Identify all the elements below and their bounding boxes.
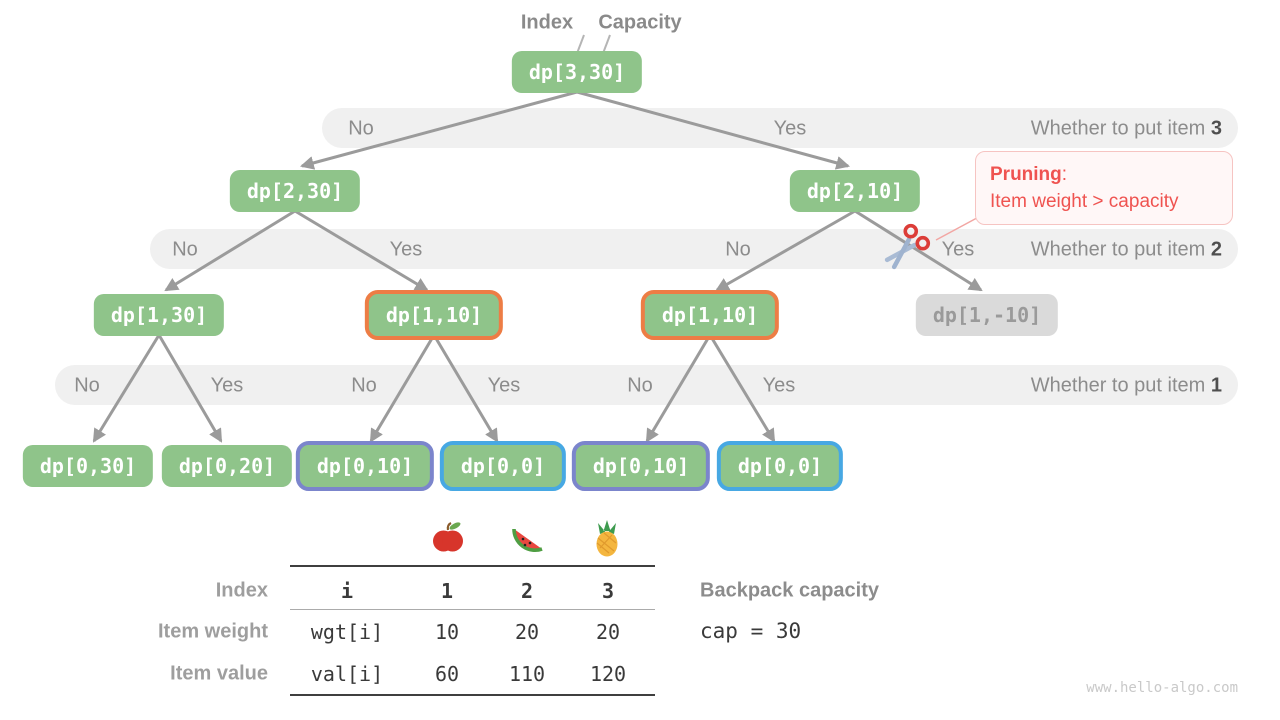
table-header-2: 2 xyxy=(520,579,534,603)
band1-yes3-label: Yes xyxy=(762,374,796,397)
question-item-3-text: Whether to put item xyxy=(1030,117,1206,140)
backpack-capacity-label: Backpack capacity xyxy=(700,579,880,602)
table-mid-rule xyxy=(290,609,655,610)
band1-yes1-label: Yes xyxy=(210,374,244,397)
band1-no2-label: No xyxy=(351,374,377,397)
table-val-3: 120 xyxy=(589,662,627,686)
node-dp-0-0-right: dp[0,0] xyxy=(716,441,844,491)
question-item-1-text: Whether to put item xyxy=(1030,374,1206,397)
table-val-2: 110 xyxy=(508,662,546,686)
backpack-capacity-code: cap = 30 xyxy=(700,619,802,643)
node-dp-0-30: dp[0,30] xyxy=(22,445,154,487)
pineapple-icon xyxy=(596,520,618,557)
pruning-callout: Pruning: Item weight > capacity xyxy=(975,151,1233,225)
question-item-3: Whether to put item 3 xyxy=(1031,118,1222,141)
watermelon-icon xyxy=(512,528,543,552)
node-dp-1-10-right: dp[1,10] xyxy=(640,290,780,340)
node-dp-2-10: dp[2,10] xyxy=(789,170,921,212)
question-item-1-number: 1 xyxy=(1210,374,1222,397)
question-item-2-text: Whether to put item xyxy=(1030,238,1206,261)
table-val-1: 60 xyxy=(434,662,460,686)
node-dp-2-30: dp[2,30] xyxy=(229,170,361,212)
table-val-expr: val[i] xyxy=(310,662,384,686)
table-rowlabel-weight: Item weight xyxy=(157,620,268,643)
band3-no-label: No xyxy=(348,117,374,140)
node-dp-0-0-left: dp[0,0] xyxy=(439,441,567,491)
capacity-annotation-label: Capacity xyxy=(598,11,682,34)
index-annotation-label: Index xyxy=(520,11,574,34)
table-wgt-expr: wgt[i] xyxy=(310,620,384,644)
node-dp-3-30: dp[3,30] xyxy=(511,51,643,93)
pruning-colon: : xyxy=(1061,164,1068,185)
question-item-3-number: 3 xyxy=(1210,117,1222,140)
band1-no3-label: No xyxy=(627,374,653,397)
table-top-rule xyxy=(290,565,655,567)
table-wgt-2: 20 xyxy=(514,620,540,644)
node-dp-1-10-left: dp[1,10] xyxy=(364,290,504,340)
question-item-2-number: 2 xyxy=(1210,238,1222,261)
node-dp-0-10-right: dp[0,10] xyxy=(571,441,711,491)
band2-yes1-label: Yes xyxy=(389,238,423,261)
band2-yes2-label: Yes xyxy=(941,238,975,261)
table-header-1: 1 xyxy=(440,579,454,603)
pruning-title: Pruning xyxy=(990,164,1062,185)
node-dp-0-20: dp[0,20] xyxy=(161,445,293,487)
band2-no1-label: No xyxy=(172,238,198,261)
node-dp-1-30: dp[1,30] xyxy=(93,294,225,336)
pruning-body: Item weight > capacity xyxy=(990,191,1179,212)
table-header-3: 3 xyxy=(601,579,615,603)
question-item-1: Whether to put item 1 xyxy=(1031,375,1222,398)
table-rowlabel-index: Index xyxy=(215,579,268,602)
band3-yes-label: Yes xyxy=(773,117,807,140)
question-item-2: Whether to put item 2 xyxy=(1031,239,1222,262)
table-rowlabel-value: Item value xyxy=(170,662,268,685)
table-wgt-1: 10 xyxy=(434,620,460,644)
band1-no1-label: No xyxy=(74,374,100,397)
apple-icon xyxy=(433,522,463,552)
band2-no2-label: No xyxy=(725,238,751,261)
band1-yes2-label: Yes xyxy=(487,374,521,397)
watermark: www.hello-algo.com xyxy=(1086,680,1238,696)
table-bottom-rule xyxy=(290,694,655,696)
node-dp-1-neg10: dp[1,-10] xyxy=(915,294,1059,336)
table-wgt-3: 20 xyxy=(595,620,621,644)
node-dp-0-10-left: dp[0,10] xyxy=(295,441,435,491)
table-header-i: i xyxy=(340,579,354,603)
